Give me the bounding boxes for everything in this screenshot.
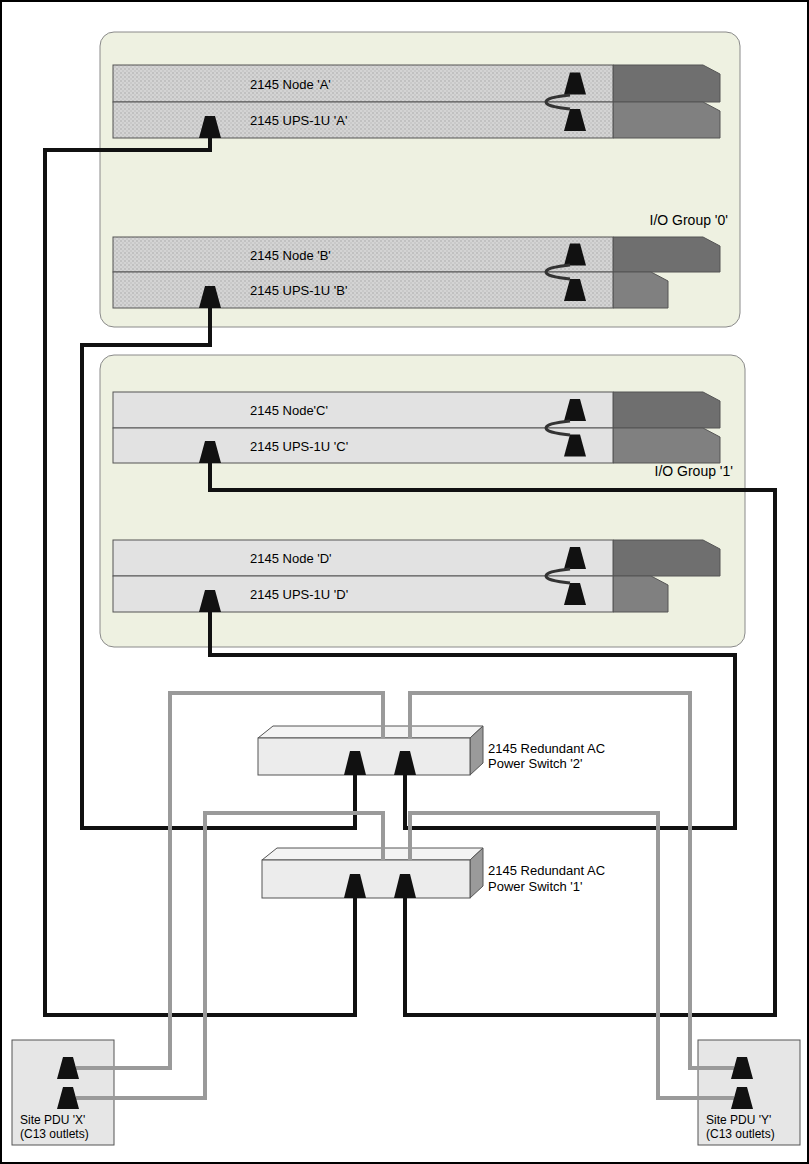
device-label: 2145 Node'C' <box>250 403 328 418</box>
power-cord <box>45 138 355 1015</box>
box-face <box>262 848 483 860</box>
power-outlet <box>199 590 221 612</box>
power-outlet <box>57 1087 79 1109</box>
cord-stub <box>698 1066 734 1070</box>
power-switch-box: 2145 Redundant AC Power Switch '1' <box>262 860 470 898</box>
group-label: I/O Group '0' <box>650 212 729 228</box>
rack-unit-box: 2145 Node 'A' <box>113 65 613 102</box>
box-face <box>613 237 720 272</box>
rack-unit-box: 2145 UPS-1U 'D' <box>113 576 613 612</box>
rack-unit-shape <box>113 392 613 428</box>
pdu-label: Site PDU 'Y' (C13 outlets) <box>706 1114 794 1142</box>
io-group-panel: I/O Group '1' 2145 Node'C' 2145 UPS-1U 'C'… <box>100 355 745 647</box>
power-outlet <box>564 109 586 131</box>
pdu-shape <box>12 1040 114 1145</box>
power-cord <box>114 813 383 1098</box>
io-group-panel: I/O Group '0' 2145 Node 'A' 2145 UPS-1U 'A… <box>100 32 740 327</box>
switch-label: 2145 Redundant AC Power Switch '2' <box>488 741 638 772</box>
box-face <box>470 726 483 775</box>
power-switch-box: 2145 Redundant AC Power Switch '2' <box>258 738 470 775</box>
device-label: 2145 Node 'A' <box>250 76 331 91</box>
power-outlet <box>344 751 366 775</box>
box-face <box>258 726 483 738</box>
box-face <box>613 392 720 428</box>
box-face <box>613 65 720 102</box>
rack-unit-box: 2145 Node'C' <box>113 392 613 428</box>
power-outlet <box>564 279 586 301</box>
pdu-shape <box>698 1040 800 1145</box>
device-label: 2145 UPS-1U 'B' <box>250 283 347 298</box>
io-group-panel-shape <box>100 32 740 327</box>
device-label: 2145 Node 'B' <box>250 247 331 262</box>
power-outlet <box>564 435 586 457</box>
rack-unit-box: 2145 Node 'B' <box>113 237 613 272</box>
pdu-box: Site PDU 'X' (C13 outlets) <box>12 1040 114 1145</box>
power-cord <box>546 95 570 109</box>
box-face <box>613 576 668 612</box>
rack-unit-shape <box>113 65 613 102</box>
power-outlet <box>564 244 586 266</box>
cord-stub <box>76 1066 114 1070</box>
cord-stub <box>698 1096 734 1100</box>
power-outlet <box>564 547 586 569</box>
rack-unit-shape <box>113 272 613 308</box>
power-outlet <box>199 286 221 308</box>
power-outlet <box>731 1087 753 1109</box>
power-outlet <box>731 1057 753 1079</box>
device-label: 2145 UPS-1U 'D' <box>250 587 348 602</box>
power-cord <box>410 693 698 1068</box>
rack-unit-box: 2145 Node 'D' <box>113 540 613 576</box>
device-label: 2145 Node 'D' <box>250 551 332 566</box>
power-outlet <box>394 874 416 898</box>
group-label: I/O Group '1' <box>655 463 734 479</box>
device-label: 2145 UPS-1U 'A' <box>250 113 347 128</box>
power-outlet <box>564 583 586 605</box>
power-outlet <box>564 73 586 95</box>
rack-unit-box: 2145 UPS-1U 'B' <box>113 272 613 308</box>
power-outlet <box>394 751 416 775</box>
box-face <box>613 428 720 463</box>
rack-unit-shape <box>113 576 613 612</box>
power-cord <box>546 421 570 435</box>
power-cord <box>210 612 735 828</box>
rack-unit-shape <box>113 540 613 576</box>
power-outlet <box>199 441 221 463</box>
device-label: 2145 UPS-1U 'C' <box>250 438 348 453</box>
rack-unit-box: 2145 UPS-1U 'C' <box>113 428 613 463</box>
rack-unit-shape <box>113 102 613 138</box>
pdu-box: Site PDU 'Y' (C13 outlets) <box>698 1040 800 1145</box>
power-cord <box>410 813 698 1098</box>
cord-stub <box>76 1096 114 1100</box>
power-cord <box>546 265 570 279</box>
power-cord <box>114 693 383 1068</box>
box-face <box>613 272 668 308</box>
power-outlet <box>564 399 586 421</box>
box-face <box>613 102 720 138</box>
rack-unit-shape <box>113 237 613 272</box>
rack-unit-shape <box>113 428 613 463</box>
power-outlet <box>57 1057 79 1079</box>
box-face <box>470 848 483 898</box>
box-face <box>613 540 720 576</box>
power-cord <box>82 308 355 828</box>
io-group-panel-shape <box>100 355 745 647</box>
power-switch-shape <box>262 860 470 898</box>
switch-label: 2145 Redundant AC Power Switch '1' <box>488 863 638 894</box>
power-outlet <box>344 874 366 898</box>
power-outlet <box>199 116 221 138</box>
rack-unit-box: 2145 UPS-1U 'A' <box>113 102 613 138</box>
power-cord <box>546 569 570 583</box>
power-switch-shape <box>258 738 470 775</box>
pdu-label: Site PDU 'X' (C13 outlets) <box>20 1114 108 1142</box>
